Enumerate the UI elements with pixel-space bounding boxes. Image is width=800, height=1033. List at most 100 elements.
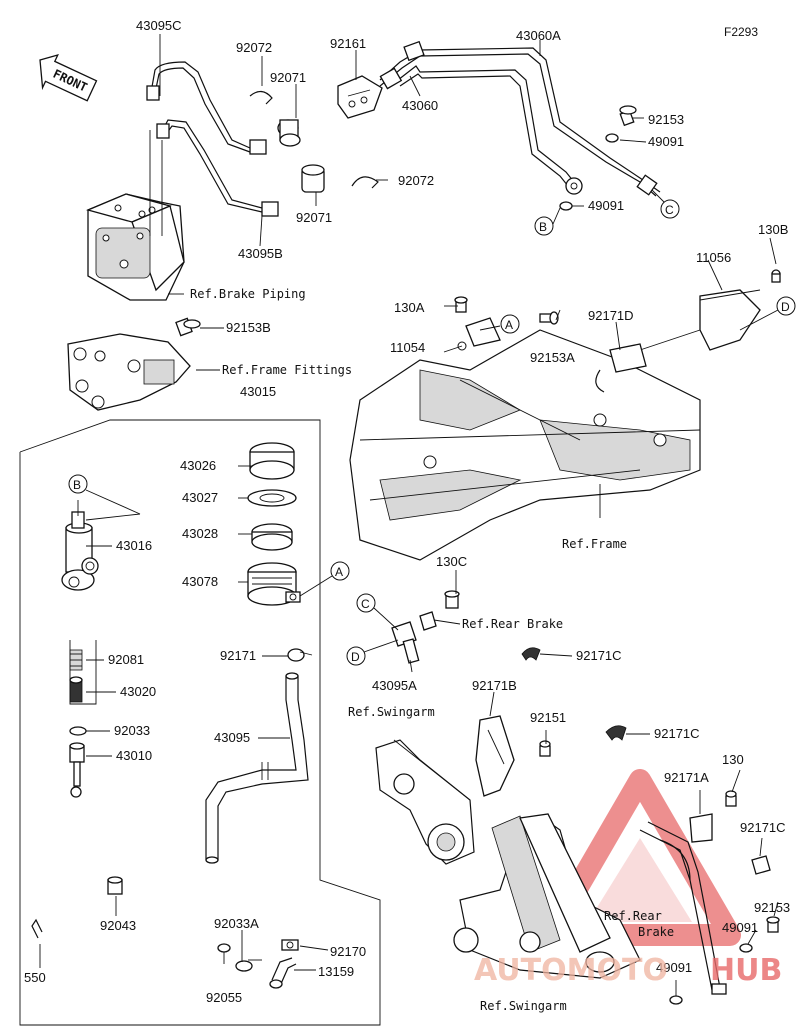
ref-brake-piping: Ref.Brake Piping: [190, 287, 306, 301]
callout-B-mid: B: [73, 478, 81, 492]
callout-D-mid: D: [351, 650, 360, 664]
callouts: B C A D B A C D: [68, 199, 796, 666]
label-92161: 92161: [330, 36, 366, 51]
label-130: 130: [722, 752, 744, 767]
watermark-logo: [539, 769, 741, 946]
label-11056: 11056: [696, 250, 731, 265]
label-43016: 43016: [116, 538, 152, 553]
reservoir-43078: [247, 562, 301, 606]
pin-92043: [107, 876, 123, 895]
ref-rear-brake-b1: Ref.Rear: [604, 909, 662, 923]
callout-B-top: B: [539, 220, 547, 234]
part-labels: 43095C 92072 92161 43060A 92071 43060 92…: [24, 18, 790, 1013]
bracket-92171B: [475, 715, 515, 797]
brake-hose-group: [146, 40, 661, 217]
bolt-130C: [444, 590, 460, 609]
bolt-92153-b: [766, 916, 780, 933]
label-92153: 92153: [648, 112, 684, 127]
ref-frame: Ref.Frame: [562, 537, 627, 551]
bracket-11054: [457, 317, 501, 351]
diaphragm-plate-43027: [247, 489, 297, 507]
label-49091-a: 49091: [648, 134, 684, 149]
label-92171: 92171: [220, 648, 256, 663]
spring-92081: [69, 649, 83, 671]
label-43015: 43015: [240, 384, 276, 399]
callout-A-top: A: [505, 318, 513, 332]
clip-92171C-a: [521, 647, 541, 661]
ref-frame-fittings: Ref.Frame Fittings: [222, 363, 352, 377]
washer-92055: [217, 943, 231, 953]
label-43095B: 43095B: [238, 246, 283, 261]
grommet-92071-lower: [301, 164, 325, 193]
swingarm-left: [375, 739, 475, 865]
clamp-92033A: [235, 960, 253, 972]
clip-92072-lower: [351, 176, 379, 189]
label-43060A: 43060A: [516, 28, 561, 43]
label-43020: 43020: [120, 684, 156, 699]
callout-D-top: D: [781, 300, 790, 314]
clamp-92170: [281, 939, 299, 951]
watermark-text-left: AUTOMOTO: [474, 953, 668, 988]
master-cylinder-body-43016: [61, 511, 99, 591]
bolt-92153A: [539, 311, 559, 325]
label-11054: 11054: [390, 340, 425, 355]
bracket-11056: [639, 269, 781, 351]
label-130B: 130B: [758, 222, 788, 237]
label-92043: 92043: [100, 918, 136, 933]
label-92081: 92081: [108, 652, 144, 667]
label-92072-b: 92072: [398, 173, 434, 188]
clamp-92171D: [595, 343, 647, 393]
label-92151: 92151: [530, 710, 566, 725]
diaphragm-43028: [251, 523, 293, 551]
clip-92072-upper: [249, 90, 273, 105]
bolt-92153: [619, 105, 637, 127]
label-43095A: 43095A: [372, 678, 417, 693]
master-cylinder-bracket: [67, 333, 191, 411]
washer-49091-c: [739, 943, 753, 953]
washer-49091-a: [605, 133, 619, 143]
label-92071-b: 92071: [296, 210, 332, 225]
callout-C-top: C: [665, 203, 674, 217]
label-49091-c: 49091: [722, 920, 758, 935]
label-43060: 43060: [402, 98, 438, 113]
bolt-130A: [454, 296, 468, 313]
label-92153A: 92153A: [530, 350, 575, 365]
label-92171B: 92171B: [472, 678, 517, 693]
hose-rear-brake: [639, 821, 727, 995]
clip-92171C-c: [751, 855, 771, 875]
circlip-92033: [69, 726, 87, 736]
callout-C-mid: C: [361, 597, 370, 611]
piston-assy-43020: [69, 676, 83, 703]
label-92153-b: 92153: [754, 900, 790, 915]
swingarm-right: [453, 813, 641, 979]
label-130C: 130C: [436, 554, 467, 569]
label-92033A: 92033A: [214, 916, 259, 931]
label-92171C-b: 92171C: [654, 726, 700, 741]
label-43010: 43010: [116, 748, 152, 763]
label-550: 550: [24, 970, 46, 985]
watermark-text: AUTOMOTO HUB: [474, 953, 782, 988]
junction-block-92161: [337, 75, 383, 119]
grommet-92071-upper: [277, 119, 301, 147]
hose-43095: [205, 672, 309, 864]
label-92072-a: 92072: [236, 40, 272, 55]
frame-assembly: [349, 329, 701, 561]
callout-A-mid: A: [335, 565, 343, 579]
bolt-130: [725, 790, 737, 807]
label-92171D: 92171D: [588, 308, 634, 323]
ref-swingarm-a: Ref.Swingarm: [348, 705, 435, 719]
front-arrow-icon: FRONT: [39, 54, 98, 102]
label-92033: 92033: [114, 723, 150, 738]
label-13159: 13159: [318, 964, 354, 979]
bolt-92153B: [175, 317, 201, 337]
push-rod-43010: [69, 742, 85, 798]
ref-rear-brake-b2: Brake: [638, 925, 674, 939]
label-130A: 130A: [394, 300, 425, 315]
hose-13159: [269, 957, 297, 989]
bolt-92151: [539, 740, 551, 757]
label-92055: 92055: [206, 990, 242, 1005]
abs-unit: [86, 130, 185, 301]
cotter-pin-550: [31, 918, 43, 939]
label-92153B: 92153B: [226, 320, 271, 335]
